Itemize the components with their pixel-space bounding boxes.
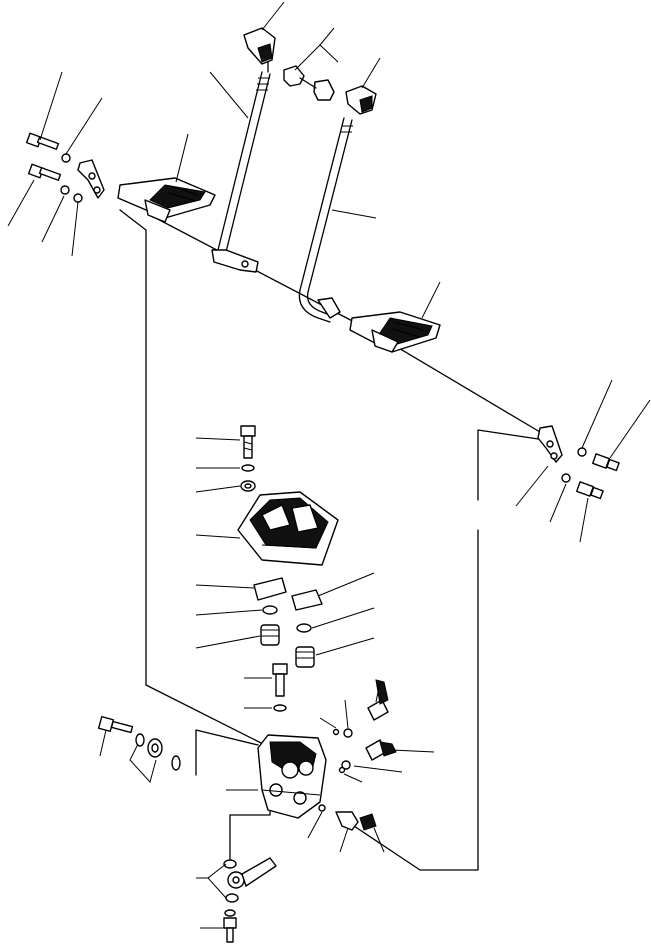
mount-bolt xyxy=(272,663,288,712)
straight-fittings xyxy=(332,679,397,774)
right-pedal-bolts xyxy=(561,447,620,500)
rod-upper-joint-right xyxy=(345,85,377,115)
boot-left xyxy=(253,577,287,646)
cover-bolt xyxy=(240,425,256,492)
right-pedal xyxy=(349,311,441,353)
valve-side-bolts xyxy=(97,715,181,771)
leader-lines xyxy=(7,1,651,929)
valve-cover xyxy=(237,491,339,566)
valve-body xyxy=(257,734,327,819)
pedal-bracket-right xyxy=(537,425,563,463)
pedal-bracket-left xyxy=(77,159,105,199)
left-pedal-bolts xyxy=(25,132,83,203)
elbow-fitting xyxy=(318,804,377,831)
right-pedal-rod xyxy=(298,117,353,323)
link-rod-end xyxy=(223,857,277,943)
rod-clevis-right xyxy=(283,65,335,101)
left-pedal-rod xyxy=(211,71,271,273)
boot-right xyxy=(291,589,323,668)
rod-upper-joint-left xyxy=(243,27,276,73)
left-pedal xyxy=(117,177,216,223)
